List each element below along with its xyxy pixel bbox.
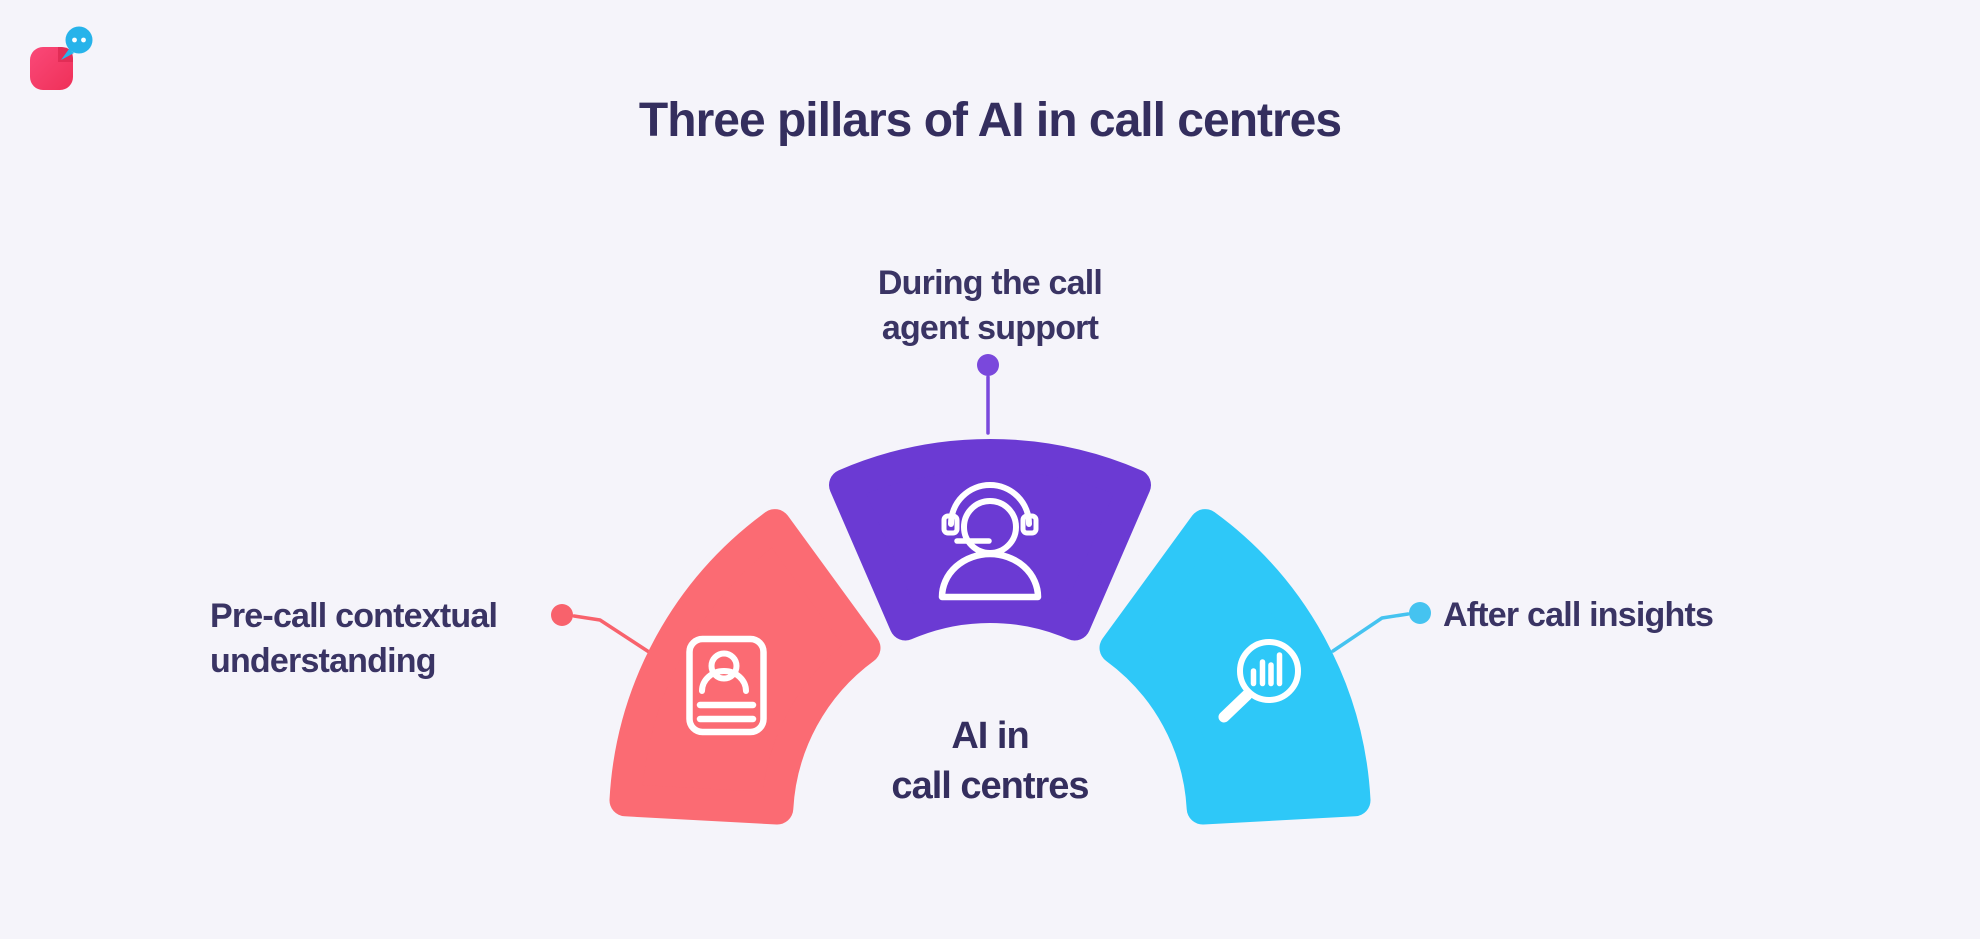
connector-line (572, 614, 651, 654)
connector-during-call (977, 354, 999, 435)
connector-dot (1409, 602, 1431, 624)
connector-dot (977, 354, 999, 376)
pillar-label-line: After call insights (1443, 596, 1714, 634)
connector-after-call (1331, 602, 1431, 653)
pillar-label-line: agent support (881, 309, 1099, 347)
center-label-line: call centres (891, 765, 1089, 807)
pillar-segment-pre-call (609, 509, 881, 825)
chat-bubble-icon (65, 26, 93, 54)
pillar-label-line: Pre-call contextual (210, 597, 498, 635)
pillar-label-after-call: After call insights (1443, 593, 1714, 638)
pillar-segment-after-call (1099, 509, 1371, 825)
headset-agent-icon (938, 482, 1042, 601)
connector-dot (551, 604, 573, 626)
pillar-label-pre-call: Pre-call contextual understanding (210, 594, 498, 684)
bubble-dot-left (72, 37, 77, 43)
pillar-label-line: understanding (210, 642, 437, 680)
logo-bubble-tail (61, 49, 74, 60)
connector-pre-call (551, 604, 651, 654)
id-card-icon (686, 635, 767, 736)
connector-line (1331, 612, 1410, 653)
arch-center-label: AI in call centres (891, 711, 1089, 811)
pillar-label-during-call: During the call agent support (877, 261, 1103, 351)
magnifier-chart-icon (1218, 639, 1301, 723)
page-title: Three pillars of AI in call centres (638, 94, 1342, 147)
center-label-line: AI in (951, 715, 1029, 757)
pillar-label-line: During the call (877, 264, 1103, 302)
bubble-dot-right (81, 37, 86, 43)
chat-app-brand-logo (30, 26, 93, 90)
